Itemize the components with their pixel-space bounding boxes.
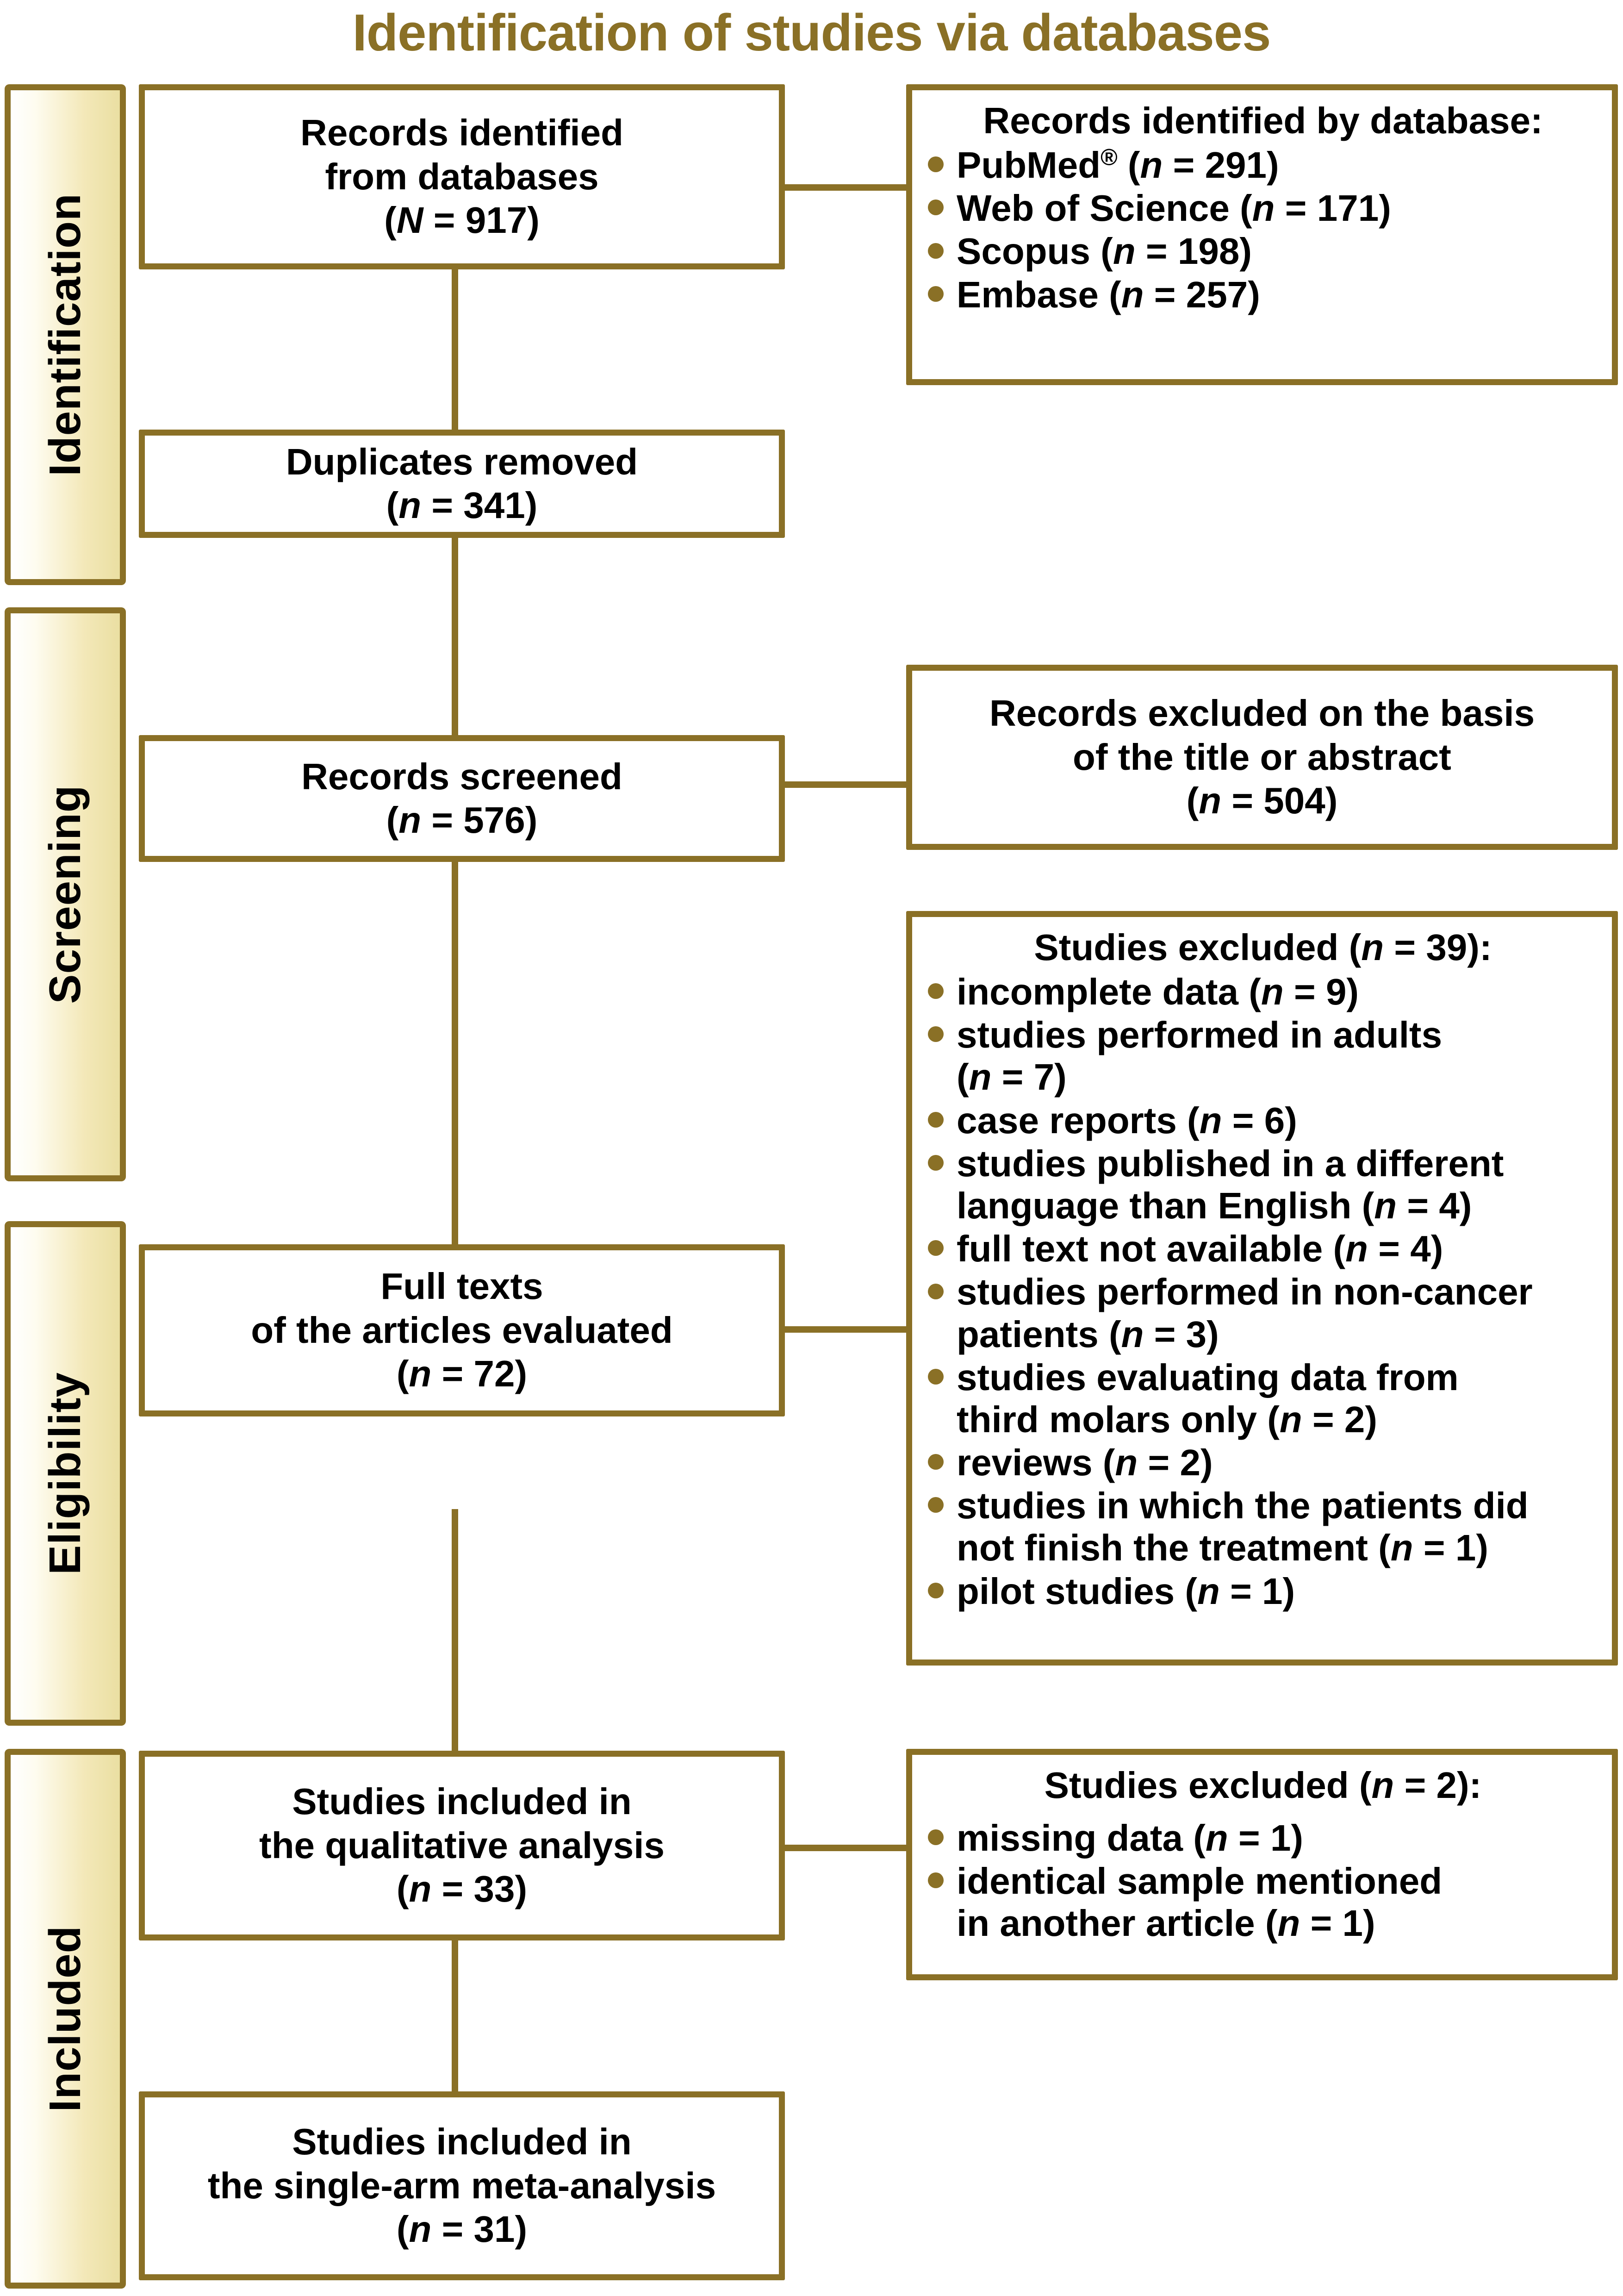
list-item: PubMed® (n = 291) — [922, 144, 1604, 186]
qualitative-line2: the qualitative analysis — [259, 1824, 665, 1866]
records-screened-line1: Records screened — [301, 755, 622, 797]
studies-excluded-2-header: Studies excluded (n = 2): — [1044, 1765, 1482, 1806]
connector-screened-to-excluded — [782, 781, 909, 788]
list-item: missing data (n = 1) — [922, 1817, 1604, 1859]
list-item: Scopus (n = 198) — [922, 230, 1604, 272]
connector-qualitative-to-excluded2 — [782, 1845, 909, 1851]
qualitative-line1: Studies included in — [292, 1781, 632, 1822]
connector-qualitative-to-meta — [452, 1940, 458, 2092]
phase-band-included: Included — [5, 1749, 126, 2289]
qualitative-line3: (n = 33) — [396, 1868, 528, 1910]
studies-excluded-2-list: missing data (n = 1) identical sample me… — [922, 1817, 1604, 1945]
connector-identified-to-databases — [782, 184, 909, 191]
phase-label-included: Included — [40, 1925, 90, 2112]
studies-excluded-39-list: incomplete data (n = 9) studies performe… — [922, 971, 1604, 1612]
meta-line3: (n = 31) — [396, 2209, 528, 2250]
excluded-ta-line3: (n = 504) — [1186, 780, 1338, 822]
list-item: studies performed in adults(n = 7) — [922, 1014, 1604, 1098]
box-studies-meta-analysis: Studies included in the single-arm meta-… — [139, 2091, 785, 2280]
duplicates-removed-line2: (n = 341) — [386, 485, 538, 526]
list-item: Embase (n = 257) — [922, 274, 1604, 316]
full-texts-line3: (n = 72) — [396, 1353, 528, 1395]
excluded-ta-line2: of the title or abstract — [1073, 736, 1451, 778]
records-by-database-header: Records identified by database: — [983, 100, 1543, 141]
box-records-identified: Records identified from databases (N = 9… — [139, 84, 785, 269]
meta-line2: the single-arm meta-analysis — [207, 2165, 716, 2206]
box-records-excluded-title-abstract: Records excluded on the basis of the tit… — [906, 665, 1618, 850]
records-screened-line2: (n = 576) — [386, 799, 538, 841]
meta-line1: Studies included in — [292, 2121, 632, 2163]
records-identified-line3: (N = 917) — [384, 200, 540, 241]
records-identified-line2: from databases — [325, 156, 599, 197]
connector-identified-to-duplicates — [452, 268, 458, 430]
box-records-screened: Records screened (n = 576) — [139, 735, 785, 862]
box-studies-qualitative: Studies included in the qualitative anal… — [139, 1751, 785, 1940]
records-by-database-list: PubMed® (n = 291) Web of Science (n = 17… — [922, 144, 1604, 316]
connector-duplicates-to-screened — [452, 537, 458, 736]
list-item: reviews (n = 2) — [922, 1441, 1604, 1484]
box-full-texts-evaluated: Full texts of the articles evaluated (n … — [139, 1244, 785, 1416]
full-texts-line1: Full texts — [380, 1266, 543, 1307]
connector-fulltexts-to-excluded39 — [782, 1326, 909, 1333]
phase-band-identification: Identification — [5, 84, 126, 585]
phase-label-screening: Screening — [40, 785, 90, 1004]
records-identified-line1: Records identified — [300, 112, 623, 154]
connector-fulltexts-to-qualitative — [452, 1509, 458, 1768]
list-item: full text not available (n = 4) — [922, 1228, 1604, 1270]
connector-screened-to-fulltexts — [452, 861, 458, 1245]
box-studies-excluded-2: Studies excluded (n = 2): missing data (… — [906, 1749, 1618, 1980]
list-item: pilot studies (n = 1) — [922, 1570, 1604, 1612]
list-item: case reports (n = 6) — [922, 1099, 1604, 1142]
list-item: incomplete data (n = 9) — [922, 971, 1604, 1013]
phase-band-screening: Screening — [5, 607, 126, 1181]
duplicates-removed-line1: Duplicates removed — [286, 441, 638, 482]
box-duplicates-removed: Duplicates removed (n = 341) — [139, 430, 785, 538]
box-studies-excluded-39: Studies excluded (n = 39): incomplete da… — [906, 911, 1618, 1666]
full-texts-line2: of the articles evaluated — [251, 1309, 673, 1351]
phase-label-identification: Identification — [40, 193, 90, 476]
list-item: Web of Science (n = 171) — [922, 187, 1604, 229]
page-title: Identification of studies via databases — [352, 4, 1271, 62]
excluded-ta-line1: Records excluded on the basis — [989, 693, 1535, 734]
box-records-by-database: Records identified by database: PubMed® … — [906, 84, 1618, 385]
phase-band-eligibility: Eligibility — [5, 1221, 126, 1726]
studies-excluded-39-header: Studies excluded (n = 39): — [1034, 927, 1492, 968]
phase-label-eligibility: Eligibility — [40, 1372, 90, 1575]
